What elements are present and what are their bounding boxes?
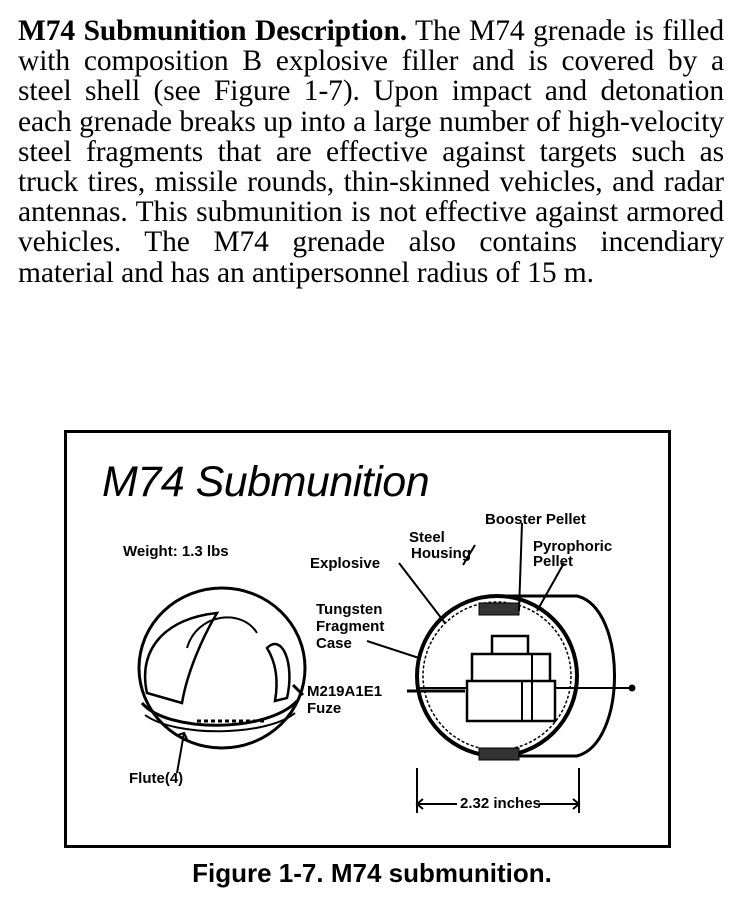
weight-label: Weight: 1.3 lbs xyxy=(123,543,229,560)
fuze-label-2: Fuze xyxy=(307,700,342,717)
grenade-exterior-drawing xyxy=(137,586,307,774)
dimension-label: 2.32 inches xyxy=(460,795,541,812)
figure-caption: Figure 1-7. M74 submunition. xyxy=(192,858,552,888)
paragraph-heading: M74 Submunition Description. xyxy=(18,15,408,47)
tungsten-case-label-1: Tungsten xyxy=(316,601,383,618)
fuze-label-1: M219A1E1 xyxy=(307,683,383,700)
tungsten-case-label-2: Fragment xyxy=(316,618,385,635)
steel-housing-label-2: Housing xyxy=(411,545,471,562)
submunition-illustration xyxy=(137,522,636,813)
pyrophoric-pellet-label-2: Pellet xyxy=(533,553,574,570)
pyrophoric-pellet-label-1: Pyrophoric xyxy=(533,538,613,555)
figure-title: M74 Submunition xyxy=(102,458,430,506)
explosive-label: Explosive xyxy=(310,555,381,572)
figure-frame: M74 Submunition Weight: 1.3 lbs Booster … xyxy=(64,430,671,848)
flute-label: Flute(4) xyxy=(129,770,184,787)
grenade-cutaway-drawing xyxy=(366,522,636,813)
description-paragraph: M74 Submunition Description. The M74 gre… xyxy=(18,16,724,288)
tungsten-case-label-3: Case xyxy=(316,635,352,652)
steel-housing-label-1: Steel xyxy=(409,529,445,546)
booster-pellet-label: Booster Pellet xyxy=(485,511,586,528)
paragraph-body: The M74 grenade is filled with compositi… xyxy=(18,15,724,289)
